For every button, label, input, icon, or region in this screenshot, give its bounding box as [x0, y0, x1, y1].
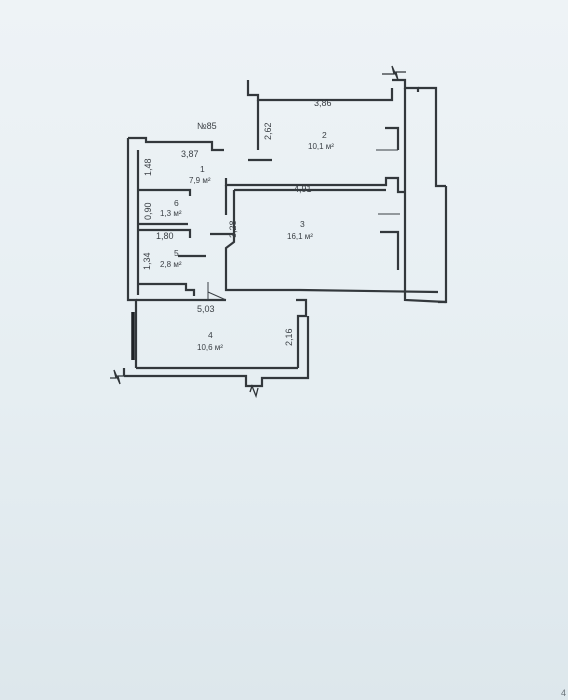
room-5-area: 2,8 м² [160, 260, 182, 269]
wall-room3-left-b [224, 190, 300, 292]
room-1-number: 1 [200, 164, 205, 174]
room-1-area: 7,9 м² [189, 176, 211, 185]
room-4-number: 4 [208, 330, 213, 340]
dim-room5-height: 1,34 [142, 252, 152, 270]
break-marker-top [382, 65, 406, 81]
dim-corridor-left: 1,48 [143, 158, 153, 176]
window-right-2 [380, 230, 400, 270]
dim-room3-left: 3,28 [228, 220, 238, 238]
wall-top [246, 80, 394, 102]
room-3-number: 3 [300, 219, 305, 229]
break-markers [110, 65, 406, 399]
room-6-area: 1,3 м² [160, 209, 182, 218]
wall-room4-right [296, 298, 308, 368]
wall-right-lower [438, 186, 448, 304]
wall-room5-top [138, 228, 192, 238]
wall-room3-bottom [299, 288, 439, 294]
walls [122, 78, 448, 388]
dim-room2-width: 3,86 [314, 98, 332, 108]
wall-right-outer [418, 86, 446, 188]
room-6-number: 6 [174, 198, 179, 208]
line-room4-door-b [207, 291, 227, 301]
dim-room4-width: 5,03 [197, 304, 215, 314]
room-4-area: 10,6 м² [197, 343, 223, 352]
room-5-number: 5 [174, 248, 179, 258]
wall-left-outer [126, 138, 138, 368]
room-2-area: 10,1 м² [308, 142, 334, 151]
wall-room5-bottom [138, 282, 196, 296]
wall-room4-outer-bottom [124, 316, 310, 388]
dim-room5-width: 1,80 [156, 231, 174, 241]
apartment-number: №85 [197, 121, 217, 131]
dim-room4-height: 2,16 [284, 328, 294, 346]
dim-corridor-width: 3,87 [181, 149, 199, 159]
window-right-1 [385, 126, 400, 150]
page-corner-mark: 4 [560, 688, 566, 698]
wall-corridor-top [128, 136, 224, 152]
break-marker-bottom-left [110, 369, 128, 385]
wall-room6-top [138, 188, 192, 196]
room-3-area: 16,1 м² [287, 232, 313, 241]
break-marker-bottom [249, 384, 259, 399]
dim-room6-height: 0,90 [143, 202, 153, 220]
dim-room3-width: 4,91 [294, 184, 312, 194]
wall-right-inner [403, 88, 447, 304]
dim-room2-height: 2,62 [263, 122, 273, 140]
room-2-number: 2 [322, 130, 327, 140]
detail-lines [207, 149, 400, 301]
